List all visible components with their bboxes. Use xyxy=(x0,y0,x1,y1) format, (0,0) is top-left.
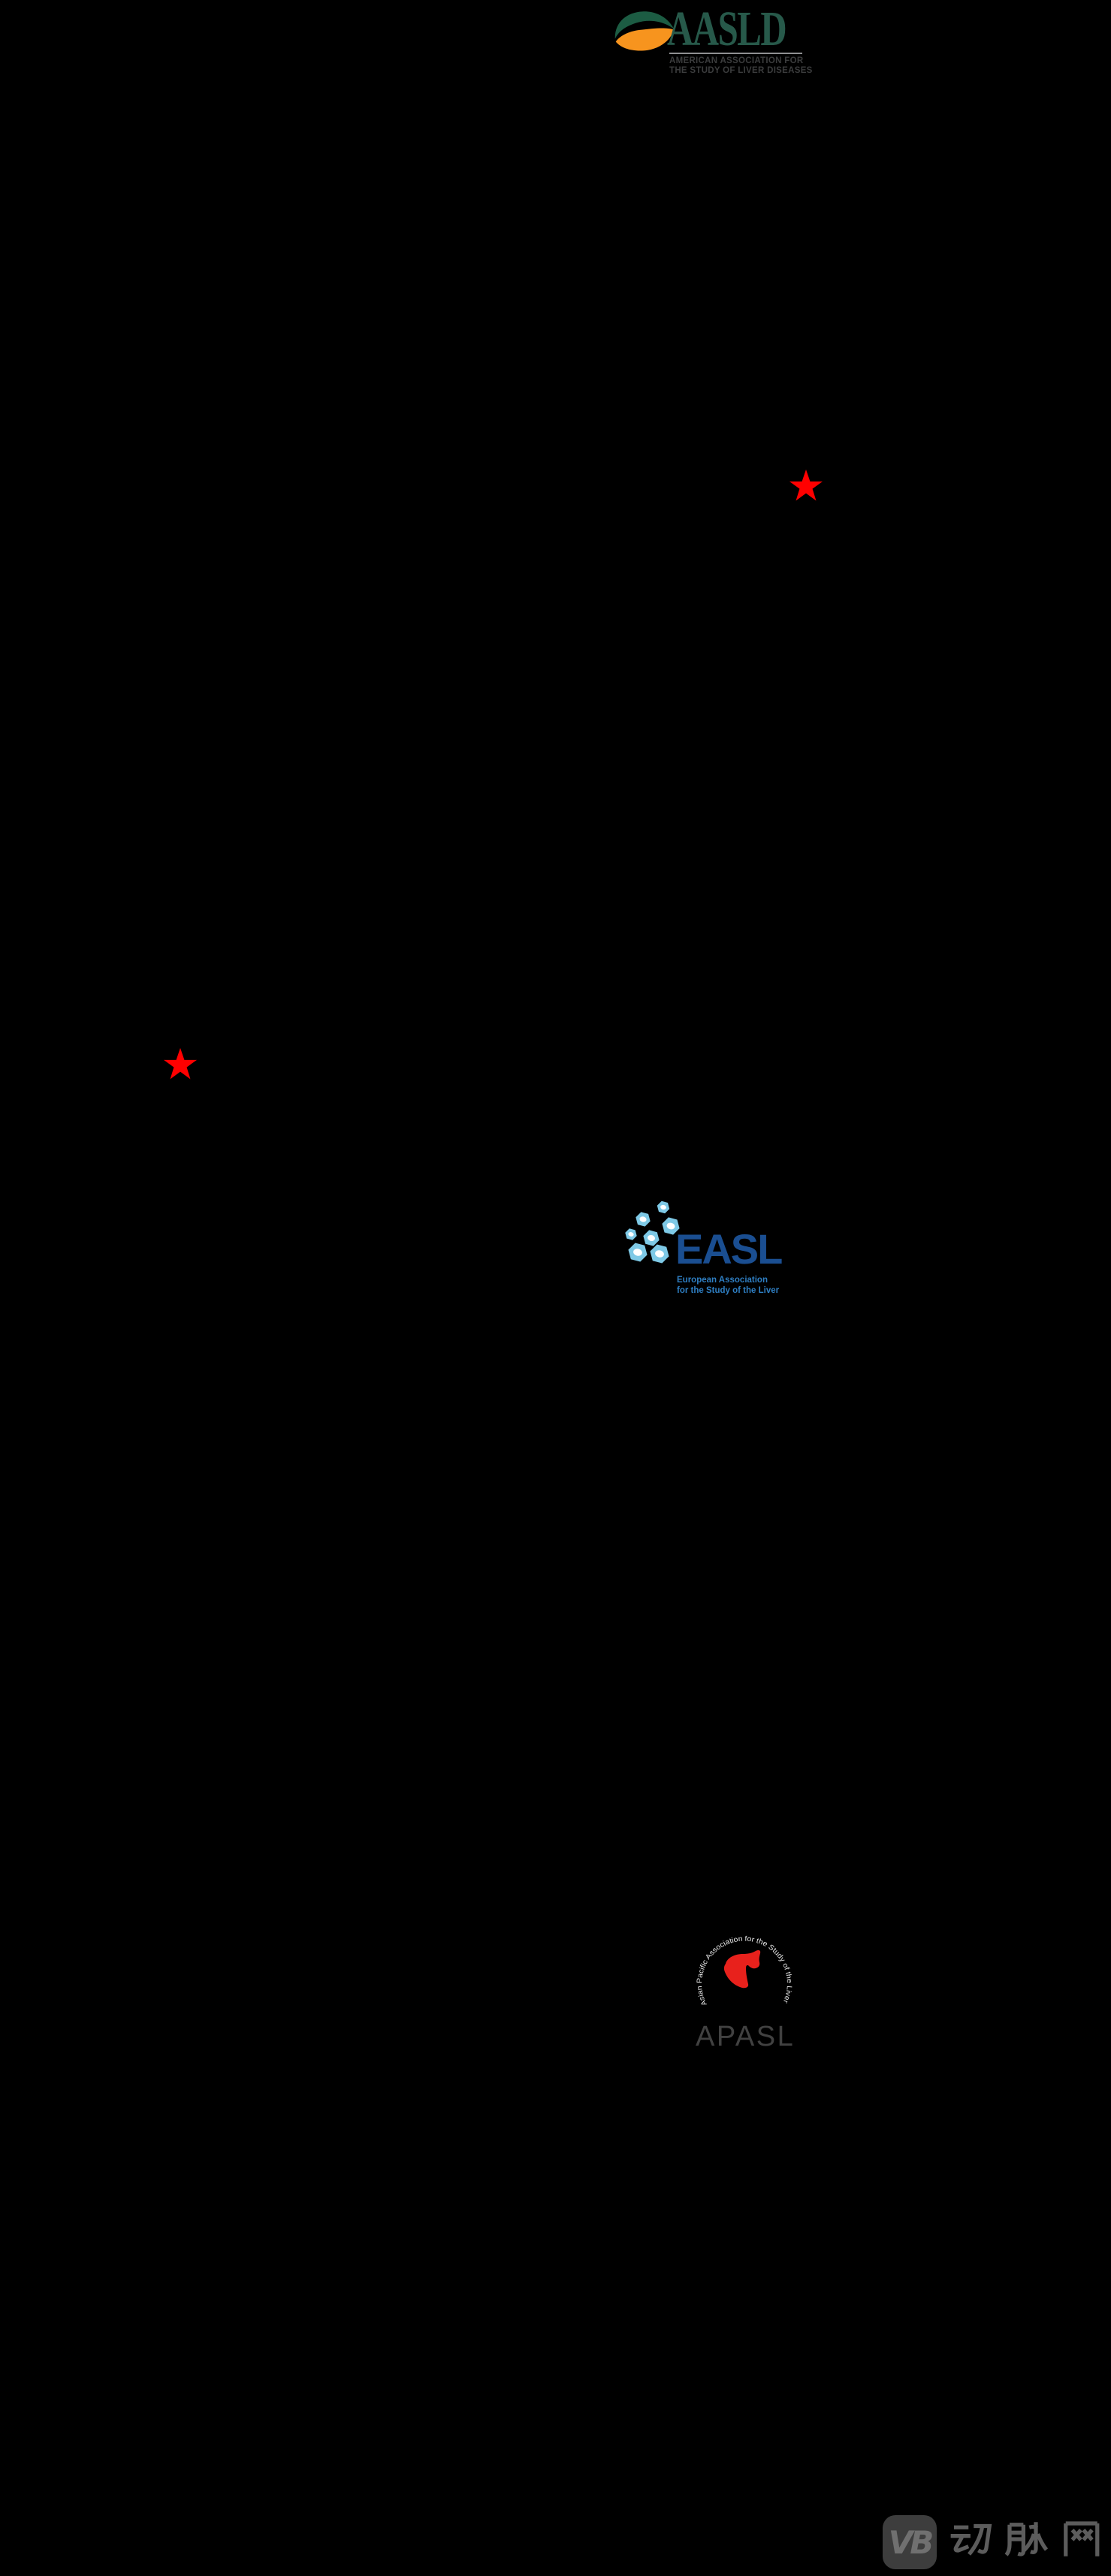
easl-wordmark: EASL xyxy=(675,1225,783,1273)
aasld-wordmark: AASLD xyxy=(667,2,787,56)
apasl-emblem: Asian Pacific Association for the Study … xyxy=(696,1935,793,2007)
watermark-vb-monogram: VB xyxy=(888,2523,934,2561)
watermark-text-label: 动脉网 xyxy=(0,0,1,1)
easl-tagline-line1: European Association xyxy=(677,1276,768,1285)
aasld-tagline-line1: AMERICAN ASSOCIATION FOR xyxy=(669,56,804,65)
aasld-tagline: AMERICAN ASSOCIATION FOR THE STUDY OF LI… xyxy=(669,56,813,75)
red-star-marker-2 xyxy=(163,1048,198,1080)
cjk-glyph-mai xyxy=(1004,2522,1049,2556)
apasl-wordmark: APASL xyxy=(696,2021,796,2052)
cjk-glyph-dong xyxy=(950,2523,992,2556)
aasld-icon-green-swoosh xyxy=(614,11,675,39)
aasld-tagline-line2: THE STUDY OF LIVER DISEASES xyxy=(669,65,813,75)
aasld-divider-line xyxy=(669,53,802,54)
easl-tagline: European Association for the Study of th… xyxy=(677,1275,779,1296)
apasl-liver-icon xyxy=(723,1950,761,1989)
watermark-badge: VB xyxy=(883,2515,937,2569)
red-star-marker-1 xyxy=(789,470,823,501)
watermark-cjk-text xyxy=(950,2521,1100,2556)
easl-tagline-line2: for the Study of the Liver xyxy=(677,1286,780,1295)
aasld-liver-icon xyxy=(614,11,675,51)
aasld-icon-orange-swoosh xyxy=(615,28,675,51)
cjk-glyph-wang xyxy=(1064,2521,1100,2556)
